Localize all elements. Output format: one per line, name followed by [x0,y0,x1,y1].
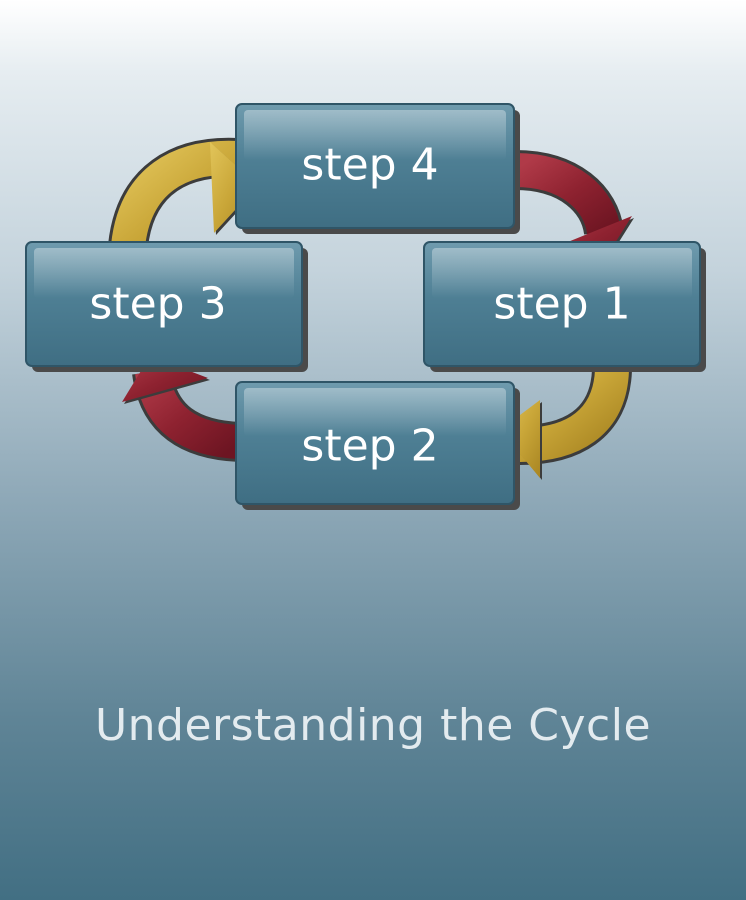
diagram-caption: Understanding the Cycle [94,700,652,751]
step-1-box: step 1 [423,241,706,372]
step-1-label: step 1 [493,279,630,330]
step-3-label: step 3 [89,279,226,330]
step-2-label: step 2 [301,421,438,472]
step-2-box: step 2 [235,381,520,510]
step-4-label: step 4 [301,140,438,191]
step-4-box: step 4 [235,103,520,234]
step-3-box: step 3 [25,241,308,372]
